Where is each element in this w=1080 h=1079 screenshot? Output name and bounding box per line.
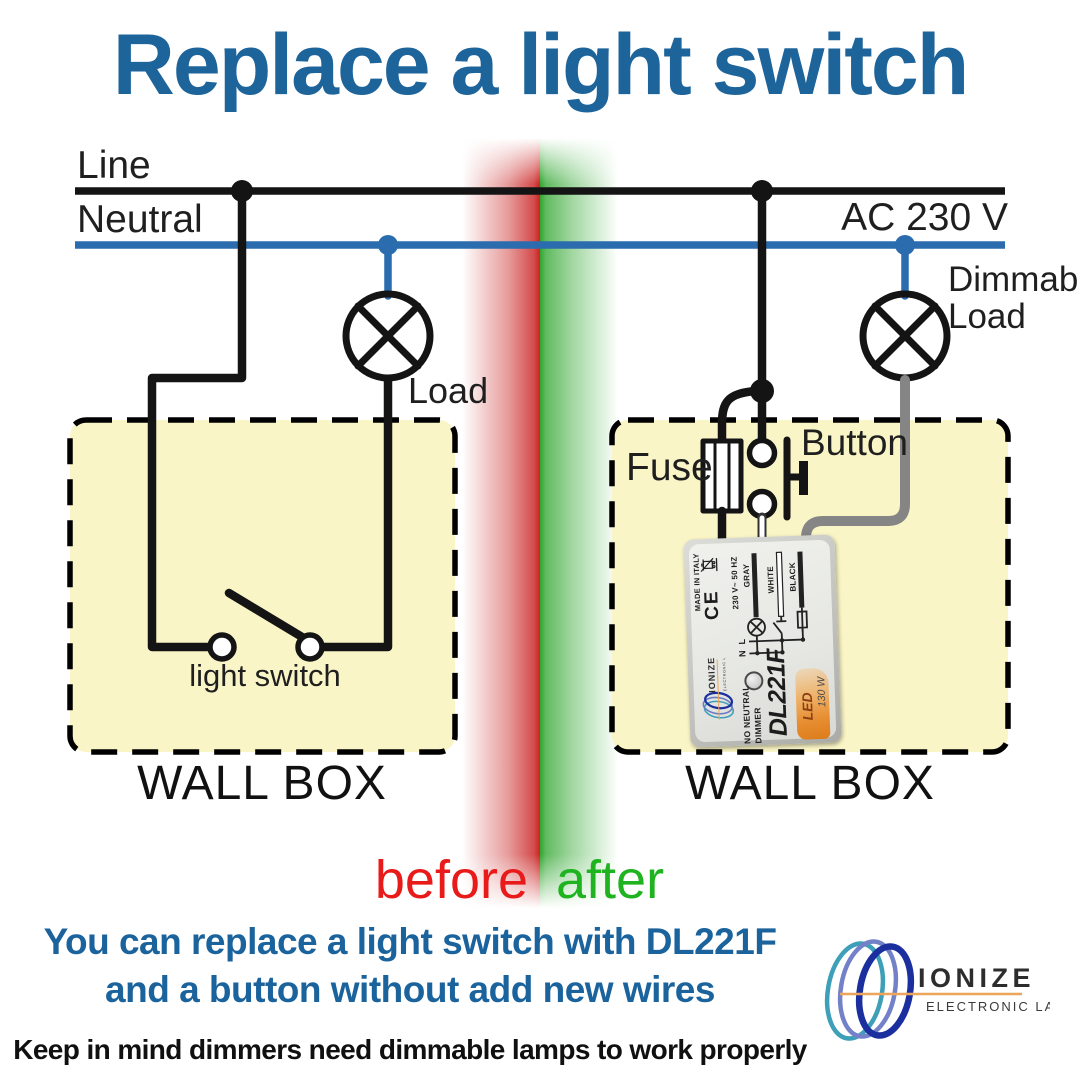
before-circuit	[147, 180, 434, 662]
button-label: Button	[801, 422, 908, 463]
dl221f-dimmer-device: MADE IN ITALY CE 230 V~ 50 HZ GRAY WHITE…	[683, 534, 842, 748]
logo-sub-text: electronic labs	[926, 999, 1050, 1014]
switch-feed-wire	[147, 189, 247, 652]
device-brand-sub-text: electronic labs	[722, 657, 728, 692]
gray-load-wire	[801, 375, 910, 561]
device-type-text: NO NEUTRAL DIMMER	[740, 685, 764, 744]
lamp-icon	[342, 290, 434, 382]
light-switch-icon	[207, 588, 325, 662]
dimmable-load-label: Dimmable Load	[948, 260, 1080, 336]
junction-dot	[378, 235, 398, 255]
device-white-wire-label: WHITE	[765, 565, 776, 594]
wallbox-label-after: WALL BOX	[685, 757, 935, 810]
lamp-return-wire	[316, 375, 393, 652]
voltage-label: AC 230 V	[841, 196, 1008, 239]
device-black-wire-label: BLACK	[787, 562, 798, 592]
page-title: Replace a light switch	[112, 17, 969, 113]
weee-icon	[700, 557, 722, 573]
footer-note: Keep in mind dimmers need dimmable lamps…	[13, 1034, 807, 1065]
wallbox-label-before: WALL BOX	[137, 757, 387, 810]
device-brand-logo: IONIZE electronic labs	[694, 647, 747, 725]
terminal-l-label: L	[736, 638, 748, 645]
ionize-logo: IONIZE electronic labs	[824, 939, 1050, 1041]
printed-lamp-icon	[747, 617, 766, 637]
light-switch-label: light switch	[189, 658, 341, 693]
dimmable-load-line1: Dimmable	[948, 260, 1080, 299]
before-after-divider-stripe	[462, 138, 618, 908]
wall-box-before	[67, 417, 458, 755]
fuse-label: Fuse	[626, 446, 713, 489]
ce-mark: CE	[701, 589, 724, 621]
printed-fuse-icon	[796, 607, 808, 640]
printed-switch-icon	[772, 616, 787, 641]
load-label: Load	[408, 370, 489, 411]
device-brand-text: IONIZE	[706, 657, 717, 693]
before-tag: before	[374, 850, 528, 910]
line-label: Line	[77, 144, 151, 187]
logo-brand-text: IONIZE	[918, 963, 1035, 993]
device-printed-circuit	[747, 551, 808, 656]
device-rating-text: 230 V~ 50 HZ	[729, 556, 741, 610]
device-model-text: DL221F	[761, 648, 793, 737]
device-gray-wire-label: GRAY	[741, 563, 752, 588]
footer-claim-line2: and a button without add new wires	[105, 969, 715, 1010]
lamp-icon	[859, 290, 951, 382]
after-tag: after	[556, 850, 665, 910]
badge-watt-text: 130 W	[815, 676, 829, 708]
footer-claim-line1: You can replace a light switch with DL22…	[43, 921, 777, 962]
badge-led-text: LED	[798, 692, 816, 721]
dimmable-load-line2: Load	[948, 296, 1026, 336]
fuse-feed-wire	[717, 386, 761, 450]
junction-dot	[750, 379, 774, 403]
neutral-label: Neutral	[77, 198, 203, 241]
push-button-icon	[746, 436, 808, 521]
junction-dot	[895, 235, 915, 255]
